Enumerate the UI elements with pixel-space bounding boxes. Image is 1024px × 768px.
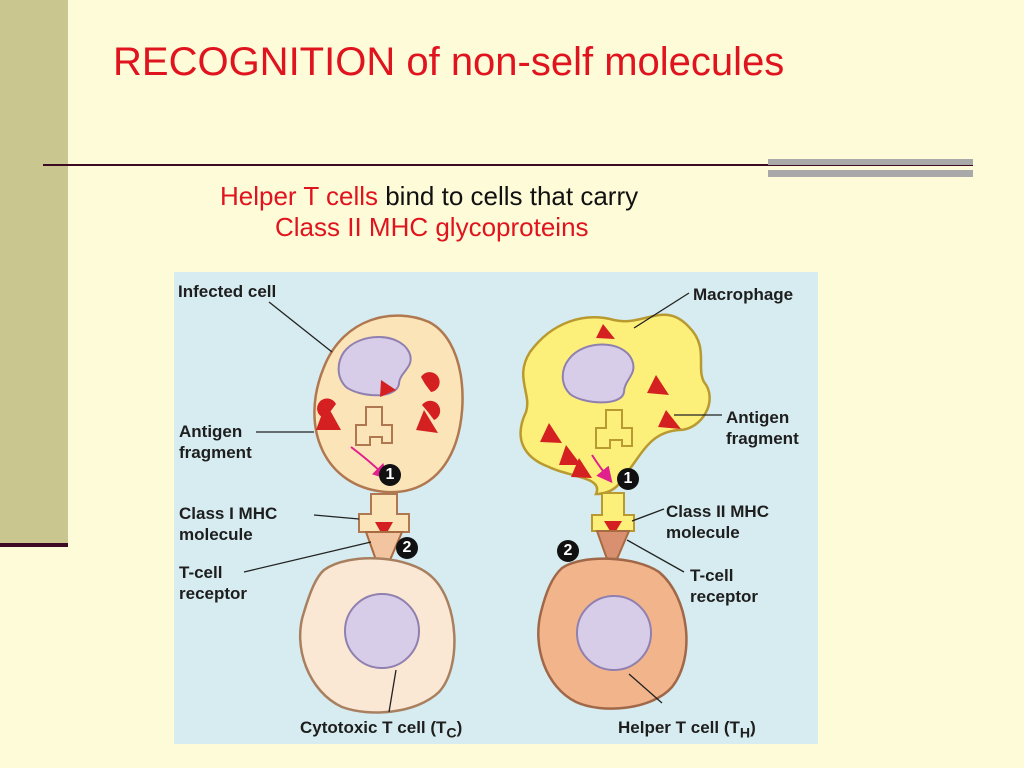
slide-subtitle: Helper T cells bind to cells that carry … [220,181,638,243]
antigen-fragment [316,403,341,430]
subtitle-rest: bind to cells that carry [378,181,639,211]
leader-line-tcell-receptor-left [243,541,372,573]
label-antigen-line-1: Antigen [179,422,243,441]
label-cytotoxic-text: Cytotoxic T cell (T [300,718,447,737]
leader-line-cytotoxic [388,669,397,713]
antigen-fragment [596,324,615,339]
leader-line-helper [628,673,663,704]
label-tcell-line-1: T-cell [179,563,223,582]
label-tcell-receptor-right: T-cell receptor [690,565,758,607]
step-1-left: 1 [379,464,401,486]
antigen-fragment [421,372,440,392]
infected-cell-mhc-protein [355,406,393,446]
label-antigen-fragment-right: Antigen fragment [726,407,799,449]
label-infected-cell: Infected cell [178,282,277,301]
antigen-fragment [647,375,669,395]
step-1-right: 1 [617,468,639,490]
subtitle-line-1: Helper T cells bind to cells that carry [220,181,638,212]
antigen-fragment [658,410,681,429]
leader-line-infected-cell [268,301,333,353]
step-2-right: 2 [557,540,579,562]
label-tcell-receptor-left: T-cell receptor [179,562,247,604]
label-tcell-line-2: receptor [690,587,759,606]
label-helper-end: ) [750,718,756,737]
title-divider [43,164,973,166]
slide-side-bar [0,0,68,545]
antigen-fragment [604,521,622,536]
leader-line-class-ii-mhc [631,508,665,522]
helper-t-cell-nucleus [576,595,652,671]
antigen-fragment [416,410,438,433]
leader-line-class-i-mhc [313,514,360,520]
label-tcell-line-1: T-cell [690,566,734,585]
label-helper-text: Helper T cell (T [618,718,740,737]
macrophage-mhc-protein [595,409,633,449]
antigen-fragment [559,445,581,465]
macrophage-body [519,313,711,496]
label-tcell-line-2: receptor [179,584,248,603]
infected-cell-nucleus [337,336,412,397]
side-bar-accent-line [0,543,68,547]
antigen-fragment [540,423,562,443]
diagram-drawing [243,292,722,714]
label-macrophage: Macrophage [693,285,794,304]
label-antigen-fragment-left: Antigen fragment [179,421,252,463]
slide-title: RECOGNITION of non-self molecules [113,40,785,84]
label-class-ii-mhc: Class II MHC molecule [666,501,769,543]
label-class-i-mhc: Class I MHC molecule [179,503,277,545]
label-antigen-line-2: fragment [179,443,252,462]
subtitle-line-2: Class II MHC glycoproteins [275,212,589,242]
mhc-recognition-diagram: Infected cell Macrophage Antigen fragmen… [174,272,818,744]
label-class-i-line-2: molecule [179,525,253,544]
label-helper-t-cell: Helper T cell (TH) [618,717,756,744]
cytotoxic-t-cell-nucleus [344,593,420,669]
label-helper-subscript: H [739,725,751,742]
antigen-fragment [375,522,393,538]
step-2-left: 2 [396,537,418,559]
leader-line-tcell-receptor-right [626,539,685,573]
label-cytotoxic-end: ) [456,718,463,737]
label-antigen-line-1: Antigen [726,408,790,427]
label-antigen-line-2: fragment [726,429,799,448]
divider-accent-top [768,159,973,165]
subtitle-highlight: Helper T cells [220,181,378,211]
macrophage-nucleus [561,343,635,404]
label-cytotoxic-subscript: C [446,725,457,742]
label-class-ii-line-2: molecule [666,523,740,542]
label-class-ii-line-1: Class II MHC [666,502,769,521]
antigen-fragment [317,398,336,418]
leader-line-macrophage [633,292,690,329]
transport-arrow [591,454,613,484]
antigen-fragment [422,400,441,420]
antigen-fragment [571,458,592,478]
label-cytotoxic-t-cell: Cytotoxic T cell (TC) [300,717,462,744]
antigen-fragment [380,380,396,397]
divider-accent-bottom [768,170,973,177]
label-class-i-line-1: Class I MHC [179,504,278,523]
tcell-receptor-right [595,530,631,560]
